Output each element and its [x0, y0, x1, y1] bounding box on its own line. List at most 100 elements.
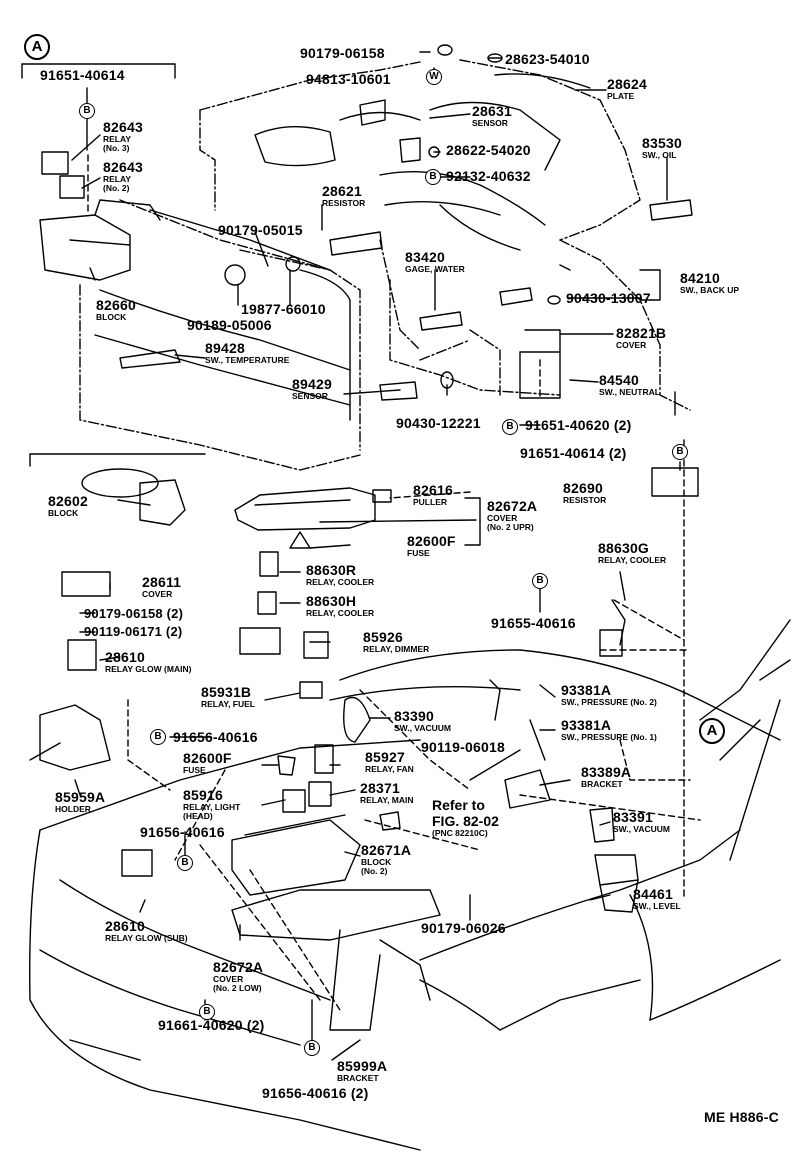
part-number: 93381A — [561, 682, 612, 698]
part-name: RELAY GLOW (SUB) — [105, 933, 188, 943]
part-name: RESISTOR — [563, 495, 607, 505]
part-label-82602: 82602 BLOCK — [48, 494, 88, 518]
part-name: BRACKET — [337, 1073, 379, 1083]
pnc-reference: (PNC 82210C) — [432, 828, 488, 838]
part-qualifier: (No. 2) — [361, 865, 388, 876]
part-label-83420: 83420 GAGE, WATER — [405, 250, 465, 274]
part-label-82671a: 82671A BLOCK (No. 2) — [361, 843, 411, 875]
part-number: 84210 — [680, 270, 720, 286]
part-number: 90179-05015 — [218, 222, 303, 238]
part-name: RELAY — [103, 174, 132, 184]
part-label-93381a-no2: 93381A SW., PRESSURE (No. 2) — [561, 683, 657, 707]
cross-reference-note[interactable]: Refer to FIG. 82-02 (PNC 82210C) — [432, 798, 499, 838]
part-number: 82643 — [103, 159, 143, 175]
part-label-28371: 28371 RELAY, MAIN — [360, 781, 414, 805]
part-name: FUSE — [183, 765, 206, 775]
part-number: 82672A — [487, 498, 538, 514]
part-label-85926: 85926 RELAY, DIMMER — [363, 630, 429, 654]
part-number: 90189-05006 — [187, 317, 272, 333]
part-number: 82600F — [183, 750, 232, 766]
part-name: GAGE, WATER — [405, 264, 465, 274]
part-label-84210: 84210 SW., BACK UP — [680, 271, 739, 295]
part-number: 83389A — [581, 764, 632, 780]
part-number: 91656-40616 (2) — [262, 1085, 369, 1101]
part-name: BLOCK — [361, 857, 392, 867]
callout-a-top: A — [24, 34, 50, 60]
part-number: 91655-40616 — [491, 615, 576, 631]
part-name: SW., TEMPERATURE — [205, 355, 290, 365]
part-label-28610-main: 28610 RELAY GLOW (MAIN) — [105, 650, 191, 674]
part-number: 19877-66010 — [241, 301, 326, 317]
part-number: 91656-40616 — [173, 729, 258, 745]
part-label-28631: 28631 SENSOR — [472, 104, 512, 128]
diagram-code: ME H886-C — [704, 1109, 779, 1125]
part-name: SW., BACK UP — [680, 285, 740, 295]
part-name: RELAY, MAIN — [360, 795, 414, 805]
part-name: SW., VACUUM — [394, 723, 451, 733]
callout-b: B — [150, 729, 166, 745]
part-label-83391: 83391 SW., VACUUM — [613, 810, 670, 834]
part-label-28624: 28624 PLATE — [607, 77, 647, 101]
part-number: 90430-12221 — [396, 415, 481, 431]
part-label-82690: 82690 RESISTOR — [563, 481, 606, 505]
part-number: 85999A — [337, 1058, 388, 1074]
part-label-88630h: 88630H RELAY, COOLER — [306, 594, 374, 618]
part-number: 91651-40614 (2) — [520, 445, 627, 461]
part-name: SENSOR — [292, 391, 328, 401]
part-number: 90119-06018 — [421, 739, 505, 755]
part-name: COVER — [616, 340, 647, 350]
part-label-83390: 83390 SW., VACUUM — [394, 709, 451, 733]
part-label-28610-sub: 28610 RELAY GLOW (SUB) — [105, 919, 188, 943]
part-number: 91651-40614 — [40, 67, 125, 83]
part-qualifier: (No. 2 LOW) — [213, 982, 262, 993]
part-name: BLOCK — [48, 508, 79, 518]
part-label-83389a: 83389A BRACKET — [581, 765, 631, 789]
part-name: COVER — [213, 974, 244, 984]
part-number: 82821B — [616, 325, 667, 341]
part-number: 28621 — [322, 183, 362, 199]
part-label-82660: 82660 BLOCK — [96, 298, 136, 322]
part-name: RELAY GLOW (MAIN) — [105, 664, 192, 674]
refer-to-text: Refer to — [432, 797, 485, 813]
part-number: 85927 — [365, 749, 405, 765]
part-name: RELAY, COOLER — [306, 577, 375, 587]
part-number: 83391 — [613, 809, 653, 825]
part-number: 92132-40632 — [446, 168, 531, 184]
part-number: 88630H — [306, 593, 357, 609]
part-label-82600f-low: 82600F FUSE — [183, 751, 232, 775]
part-name: RELAY, DIMMER — [363, 644, 430, 654]
part-label-93381a-no1: 93381A SW., PRESSURE (No. 1) — [561, 718, 657, 742]
part-number: 82643 — [103, 119, 143, 135]
part-number: 82690 — [563, 480, 603, 496]
part-label-82672a-upr: 82672A COVER (No. 2 UPR) — [487, 499, 537, 531]
part-number: 84461 — [633, 886, 673, 902]
part-qualifier: (No. 3) — [103, 142, 130, 153]
figure-link[interactable]: FIG. 82-02 — [432, 813, 499, 829]
part-name: RELAY, LIGHT — [183, 802, 241, 812]
part-number: 94813-10601 — [306, 71, 391, 87]
part-label-85959a: 85959A HOLDER — [55, 790, 105, 814]
part-label-85927: 85927 RELAY, FAN — [365, 750, 414, 774]
part-qualifier: (HEAD) — [183, 810, 213, 821]
part-label-82643-no2: 82643 RELAY (No. 2) — [103, 160, 143, 192]
part-number: 85931B — [201, 684, 252, 700]
part-number: 88630R — [306, 562, 357, 578]
part-number: 91651-40620 (2) — [525, 417, 632, 433]
part-name: BLOCK — [96, 312, 127, 322]
part-number: 28371 — [360, 780, 400, 796]
part-label-84540: 84540 SW., NEUTRAL — [599, 373, 660, 397]
part-label-89428: 89428 SW., TEMPERATURE — [205, 341, 289, 365]
part-label-83530: 83530 SW., OIL — [642, 136, 682, 160]
part-number: 90179-06158 — [300, 45, 385, 61]
part-number: 83530 — [642, 135, 682, 151]
callout-w: W — [426, 69, 442, 85]
part-name: SW., VACUUM — [613, 824, 670, 834]
part-name: COVER — [142, 589, 173, 599]
part-label-85916: 85916 RELAY, LIGHT (HEAD) — [183, 788, 240, 820]
callout-a-right: A — [699, 718, 725, 744]
part-number: 28631 — [472, 103, 512, 119]
part-name: COVER — [487, 513, 518, 523]
part-label-84461: 84461 SW., LEVEL — [633, 887, 681, 911]
part-name: SW., OIL — [642, 150, 677, 160]
